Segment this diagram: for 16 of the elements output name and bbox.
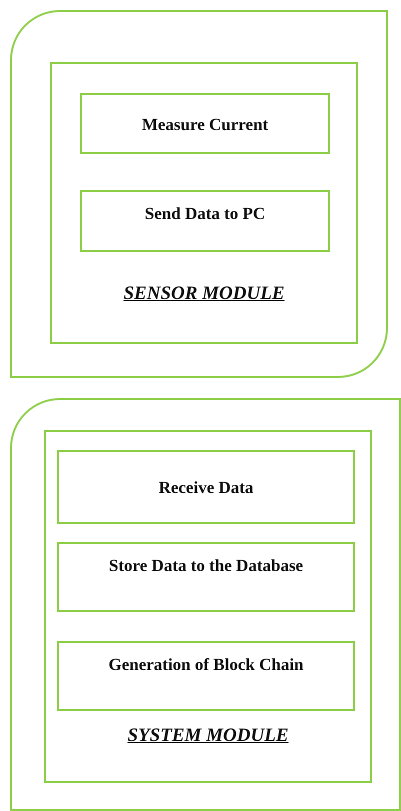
step-label: Receive Data [158, 477, 254, 499]
process-box [80, 93, 330, 154]
process-box [57, 542, 355, 612]
step-label: Measure Current [140, 114, 270, 136]
process-box [57, 641, 355, 711]
step-label: Generation of Block Chain [107, 654, 305, 676]
module-panel [50, 62, 358, 344]
process-box [80, 190, 330, 252]
module-panel [44, 430, 372, 783]
step-label: Store Data to the Database [108, 555, 304, 577]
process-box [57, 450, 355, 524]
module-frame [10, 398, 401, 811]
module-frame [10, 10, 388, 378]
module-title: SYSTEM MODULE [126, 724, 290, 748]
module-title: SENSOR MODULE [122, 282, 286, 306]
step-label: Send Data to PC [144, 203, 266, 225]
